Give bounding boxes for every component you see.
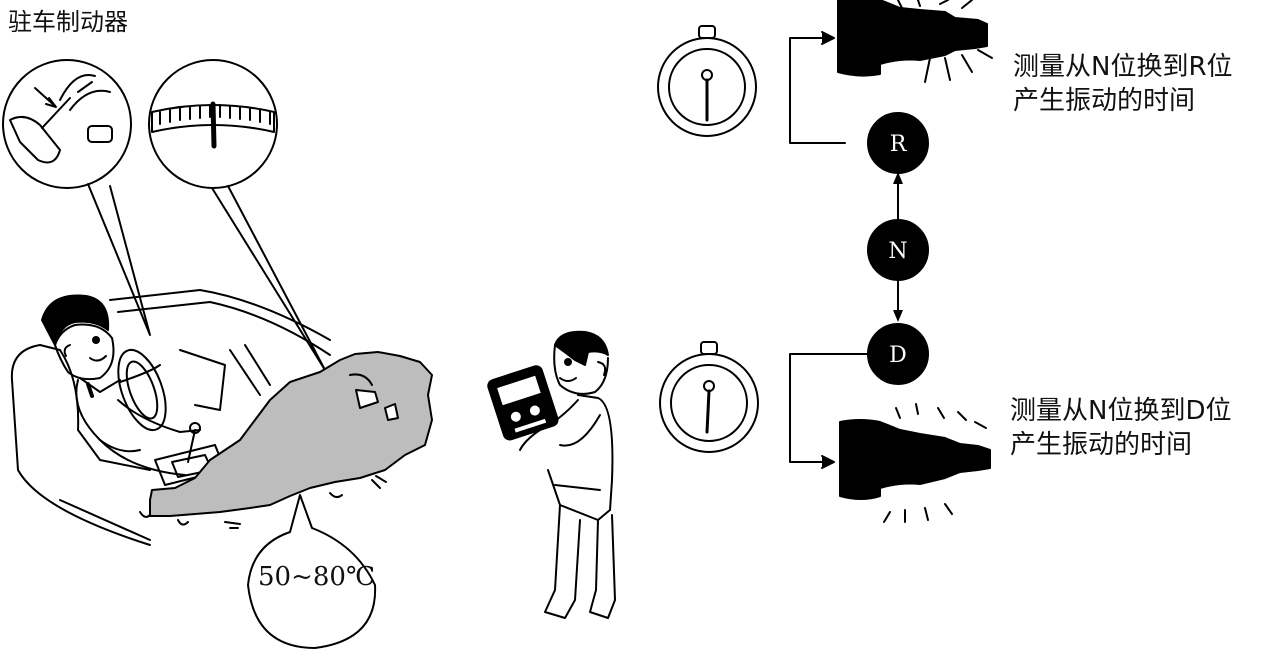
driver-hair <box>41 294 110 346</box>
technician-hair <box>554 330 609 366</box>
temperature-callout <box>247 494 377 649</box>
r-bracket <box>789 37 846 144</box>
scan-tool-icon <box>487 365 559 441</box>
transmission-icon-d <box>839 403 991 523</box>
brake-pedal-sketch <box>87 125 113 143</box>
note-r-line2: 产生振动的时间 <box>1013 86 1196 117</box>
vibration-rays-r <box>924 49 993 83</box>
gauge-scale <box>151 104 275 133</box>
technician-leg-left <box>544 504 581 619</box>
vibration-rays-d <box>895 403 987 429</box>
gear-d-label: D <box>889 343 907 368</box>
note-n-to-d: 测量从N位换到D位 产生振动的时间 <box>1010 394 1231 463</box>
technician-figure <box>487 330 616 619</box>
driver-collar <box>79 377 121 393</box>
stopwatch-icon-top <box>657 25 757 137</box>
driver-figure <box>41 294 201 476</box>
gauge-needle <box>210 101 217 149</box>
seat-side <box>11 379 151 546</box>
technician-leg-right <box>589 514 616 619</box>
d-bracket-arrow <box>821 455 835 469</box>
brake-lever-sketch <box>41 81 93 129</box>
parking-brake-callout <box>2 59 151 336</box>
note-n-to-r: 测量从N位换到R位 产生振动的时间 <box>1013 50 1233 119</box>
gear-r-label: R <box>890 132 908 157</box>
stopwatch-icon-bottom <box>659 341 759 453</box>
steering-wheel <box>117 348 167 432</box>
r-bracket-arrow <box>821 31 835 45</box>
hand-sketch <box>9 115 61 164</box>
gear-n-circle <box>867 219 929 281</box>
temperature-label: 50~80℃ <box>258 562 376 592</box>
gear-r-circle <box>867 112 929 174</box>
shift-lever <box>187 429 196 463</box>
instrument-panel <box>179 349 226 411</box>
note-r-line1: 测量从N位换到R位 <box>1013 52 1233 82</box>
dashboard-top <box>109 289 331 341</box>
windshield-pillar <box>229 344 271 396</box>
transmission-body <box>139 351 433 529</box>
driver-face <box>54 323 115 381</box>
gear-selector <box>867 112 929 385</box>
note-d-line2: 产生振动的时间 <box>1010 430 1193 461</box>
driver-arms <box>117 364 201 433</box>
parking-brake-label: 驻车制动器 <box>8 8 128 36</box>
technician-face <box>553 344 609 395</box>
transmission-icon-r <box>837 0 993 83</box>
transmission-silhouette <box>149 351 433 517</box>
technician-torso <box>547 394 614 521</box>
motion-lines <box>59 74 111 111</box>
parking-brake-pointer <box>87 183 151 336</box>
temperature-bubble <box>247 494 377 649</box>
gear-n-label: N <box>888 239 907 264</box>
vibration-marks <box>139 475 387 529</box>
d-bracket <box>789 353 869 463</box>
note-d-line1: 测量从N位换到D位 <box>1010 396 1232 426</box>
arrow-head <box>45 97 57 108</box>
parking-brake-bubble <box>2 59 132 189</box>
driver-legs <box>99 439 186 476</box>
seat-back <box>10 344 151 471</box>
